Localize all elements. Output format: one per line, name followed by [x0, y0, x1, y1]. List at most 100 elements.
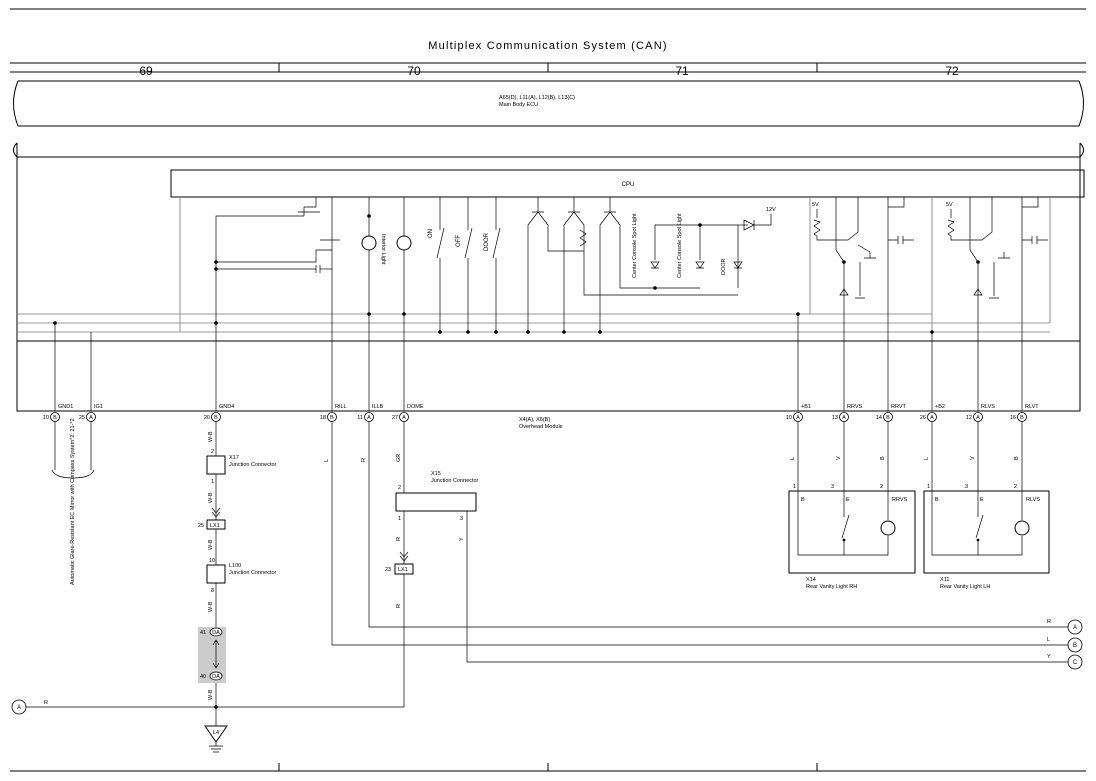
switch-door-label: DOOR — [484, 232, 490, 251]
svg-text:RILL: RILL — [335, 404, 347, 410]
ground-l4 — [204, 725, 228, 743]
svg-text:L: L — [790, 457, 796, 460]
mirror-note: Automatic Glare-Resistant EC Mirror with… — [70, 418, 76, 585]
svg-text:DA: DA — [212, 674, 220, 680]
grid-number-72: 72 — [945, 64, 959, 78]
x17-code: X17 — [229, 455, 239, 461]
svg-text:E: E — [980, 497, 984, 503]
svg-text:B: B — [53, 415, 57, 421]
terminal-b2: +B2 26 A — [920, 404, 945, 422]
svg-text:B: B — [935, 497, 939, 503]
main-body-ecu: A65(D), L11(A), L12(B), L13(C) Main Body… — [13, 80, 1084, 127]
vanity-light-rh — [788, 490, 916, 574]
wire-color-wb-3: W-B — [208, 539, 214, 550]
svg-text:41: 41 — [200, 630, 206, 636]
wire-color-r-lx1: R — [396, 604, 402, 608]
overhead-codes: X4(A), X6(B) — [519, 417, 550, 423]
svg-text:RLVS: RLVS — [1026, 497, 1040, 503]
l100-connector — [206, 564, 226, 584]
l100-name: Junction Connector — [229, 570, 277, 576]
diagram-title: Multiplex Communication System (CAN) — [428, 40, 667, 52]
svg-text:27: 27 — [392, 415, 398, 421]
offpage-c — [1067, 654, 1083, 670]
svg-text:1: 1 — [927, 484, 930, 490]
grid-number-70: 70 — [407, 64, 421, 78]
svg-text:3: 3 — [831, 484, 834, 490]
svg-text:RRVT: RRVT — [891, 404, 907, 410]
offpage-a — [1067, 619, 1083, 635]
l100-code: L100 — [229, 563, 241, 569]
svg-text:IG1: IG1 — [94, 404, 103, 410]
svg-text:12: 12 — [966, 415, 972, 421]
vanity-rh-name: Rear Vanity Light RH — [806, 584, 857, 590]
svg-text:26: 26 — [920, 415, 926, 421]
svg-text:16: 16 — [1010, 415, 1016, 421]
svg-text:1: 1 — [793, 484, 796, 490]
wire-color-wb-5: W-B — [208, 689, 214, 700]
svg-text:V: V — [836, 456, 842, 460]
offpage-b — [1067, 637, 1083, 653]
svg-text:+B2: +B2 — [935, 404, 945, 410]
wire-color-wb-2: W-B — [208, 492, 214, 503]
svg-text:23: 23 — [385, 567, 391, 573]
svg-text:10: 10 — [209, 558, 215, 564]
svg-text:RLVS: RLVS — [981, 404, 995, 410]
svg-text:A: A — [930, 415, 934, 421]
svg-text:40: 40 — [200, 674, 206, 680]
lx1-connector-b — [394, 563, 414, 575]
svg-text:A: A — [367, 415, 371, 421]
wire-color-r-left: R — [44, 700, 48, 706]
interior-light-label: Interior Light — [380, 234, 386, 265]
cpu-label: CPU — [622, 182, 635, 188]
wire-color-wb-1: W-B — [208, 431, 214, 442]
svg-text:25: 25 — [198, 523, 204, 529]
wire-color-gr: GR — [396, 454, 402, 462]
svg-text:E: E — [846, 497, 850, 503]
wire-color-r-x15: R — [396, 537, 402, 541]
svg-text:LX1: LX1 — [398, 567, 408, 573]
svg-text:B: B — [330, 415, 334, 421]
vanity-rh-code: X14 — [806, 577, 816, 583]
overhead-name: Overhead Module — [519, 424, 563, 430]
svg-text:11: 11 — [357, 415, 363, 421]
svg-text:A: A — [17, 705, 21, 711]
svg-text:3: 3 — [460, 516, 463, 522]
svg-text:R: R — [1047, 619, 1051, 625]
grid-number-69: 69 — [139, 64, 153, 78]
terminal-illb: ILLB 11 A — [357, 404, 384, 422]
x15-code: X15 — [431, 471, 441, 477]
svg-text:10: 10 — [43, 415, 49, 421]
svg-text:14: 14 — [876, 415, 882, 421]
svg-text:B: B — [1014, 456, 1020, 460]
svg-text:L4: L4 — [213, 730, 219, 736]
external-wiring: Automatic Glare-Resistant EC Mirror with… — [11, 418, 1083, 753]
svg-text:Y: Y — [1047, 654, 1051, 660]
x15-name: Junction Connector — [431, 478, 479, 484]
cpu-block — [170, 169, 1085, 198]
svg-text:10: 10 — [786, 415, 792, 421]
switch-off-label: OFF — [456, 235, 462, 247]
svg-text:18: 18 — [320, 415, 326, 421]
grid-number-71: 71 — [675, 64, 689, 78]
ecu-codes: A65(D), L11(A), L12(B), L13(C) — [499, 95, 575, 101]
svg-text:25: 25 — [79, 415, 85, 421]
svg-text:B: B — [801, 497, 805, 503]
v5-label-rh: 5V — [812, 202, 819, 208]
interior-light-bulb-2 — [396, 235, 412, 251]
x15-connector — [395, 492, 477, 512]
svg-text:RLVT: RLVT — [1025, 404, 1039, 410]
ecu-name: Main Body ECU — [499, 102, 538, 108]
svg-text:B: B — [1073, 643, 1077, 649]
svg-text:3: 3 — [965, 484, 968, 490]
svg-text:ILLB: ILLB — [372, 404, 384, 410]
svg-text:RRVS: RRVS — [847, 404, 863, 410]
svg-text:L: L — [1047, 637, 1050, 643]
